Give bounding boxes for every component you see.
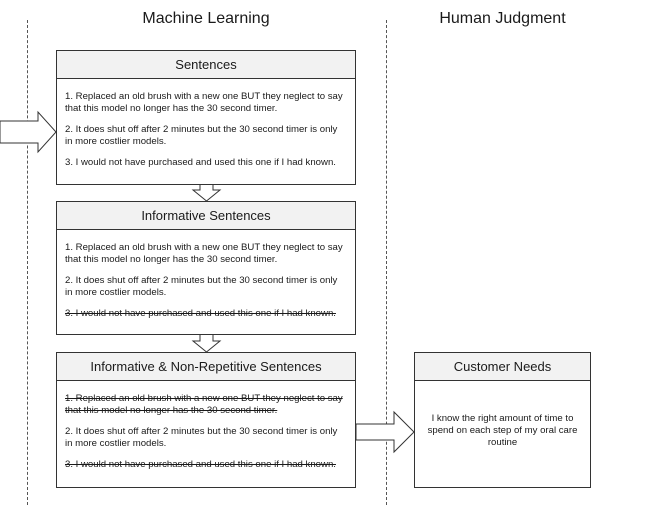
nonrepetitive-sentence-1-removed: 1. Replaced an old brush with a new one … — [65, 393, 343, 416]
customer-needs-text: I know the right amount of time to spend… — [427, 413, 578, 448]
informative-box: Informative Sentences 1. Replaced an old… — [56, 201, 356, 335]
nonrepetitive-box: Informative & Non-Repetitive Sentences 1… — [56, 352, 356, 488]
sentences-box-title: Sentences — [57, 51, 355, 79]
informative-sentence-1: 1. Replaced an old brush with a new one … — [65, 242, 343, 265]
middle-divider — [386, 20, 387, 505]
sentence-1: 1. Replaced an old brush with a new one … — [65, 91, 343, 114]
nonrepetitive-sentence-3-removed: 3. I would not have purchased and used t… — [65, 459, 336, 470]
nonrepetitive-box-title: Informative & Non-Repetitive Sentences — [57, 353, 355, 381]
right-arrow — [355, 410, 415, 454]
input-arrow — [0, 110, 57, 154]
nonrepetitive-sentence-2: 2. It does shut off after 2 minutes but … — [65, 426, 338, 449]
customer-needs-title: Customer Needs — [415, 353, 590, 381]
informative-box-title: Informative Sentences — [57, 202, 355, 230]
sentence-3: 3. I would not have purchased and used t… — [65, 157, 336, 168]
left-divider — [27, 20, 28, 505]
informative-sentence-3-removed: 3. I would not have purchased and used t… — [65, 308, 336, 319]
customer-needs-box: Customer Needs I know the right amount o… — [414, 352, 591, 488]
human-judgment-title: Human Judgment — [439, 10, 566, 27]
machine-learning-title: Machine Learning — [142, 10, 270, 27]
sentence-2: 2. It does shut off after 2 minutes but … — [65, 124, 338, 147]
sentences-box: Sentences 1. Replaced an old brush with … — [56, 50, 356, 185]
informative-sentence-2: 2. It does shut off after 2 minutes but … — [65, 275, 338, 298]
